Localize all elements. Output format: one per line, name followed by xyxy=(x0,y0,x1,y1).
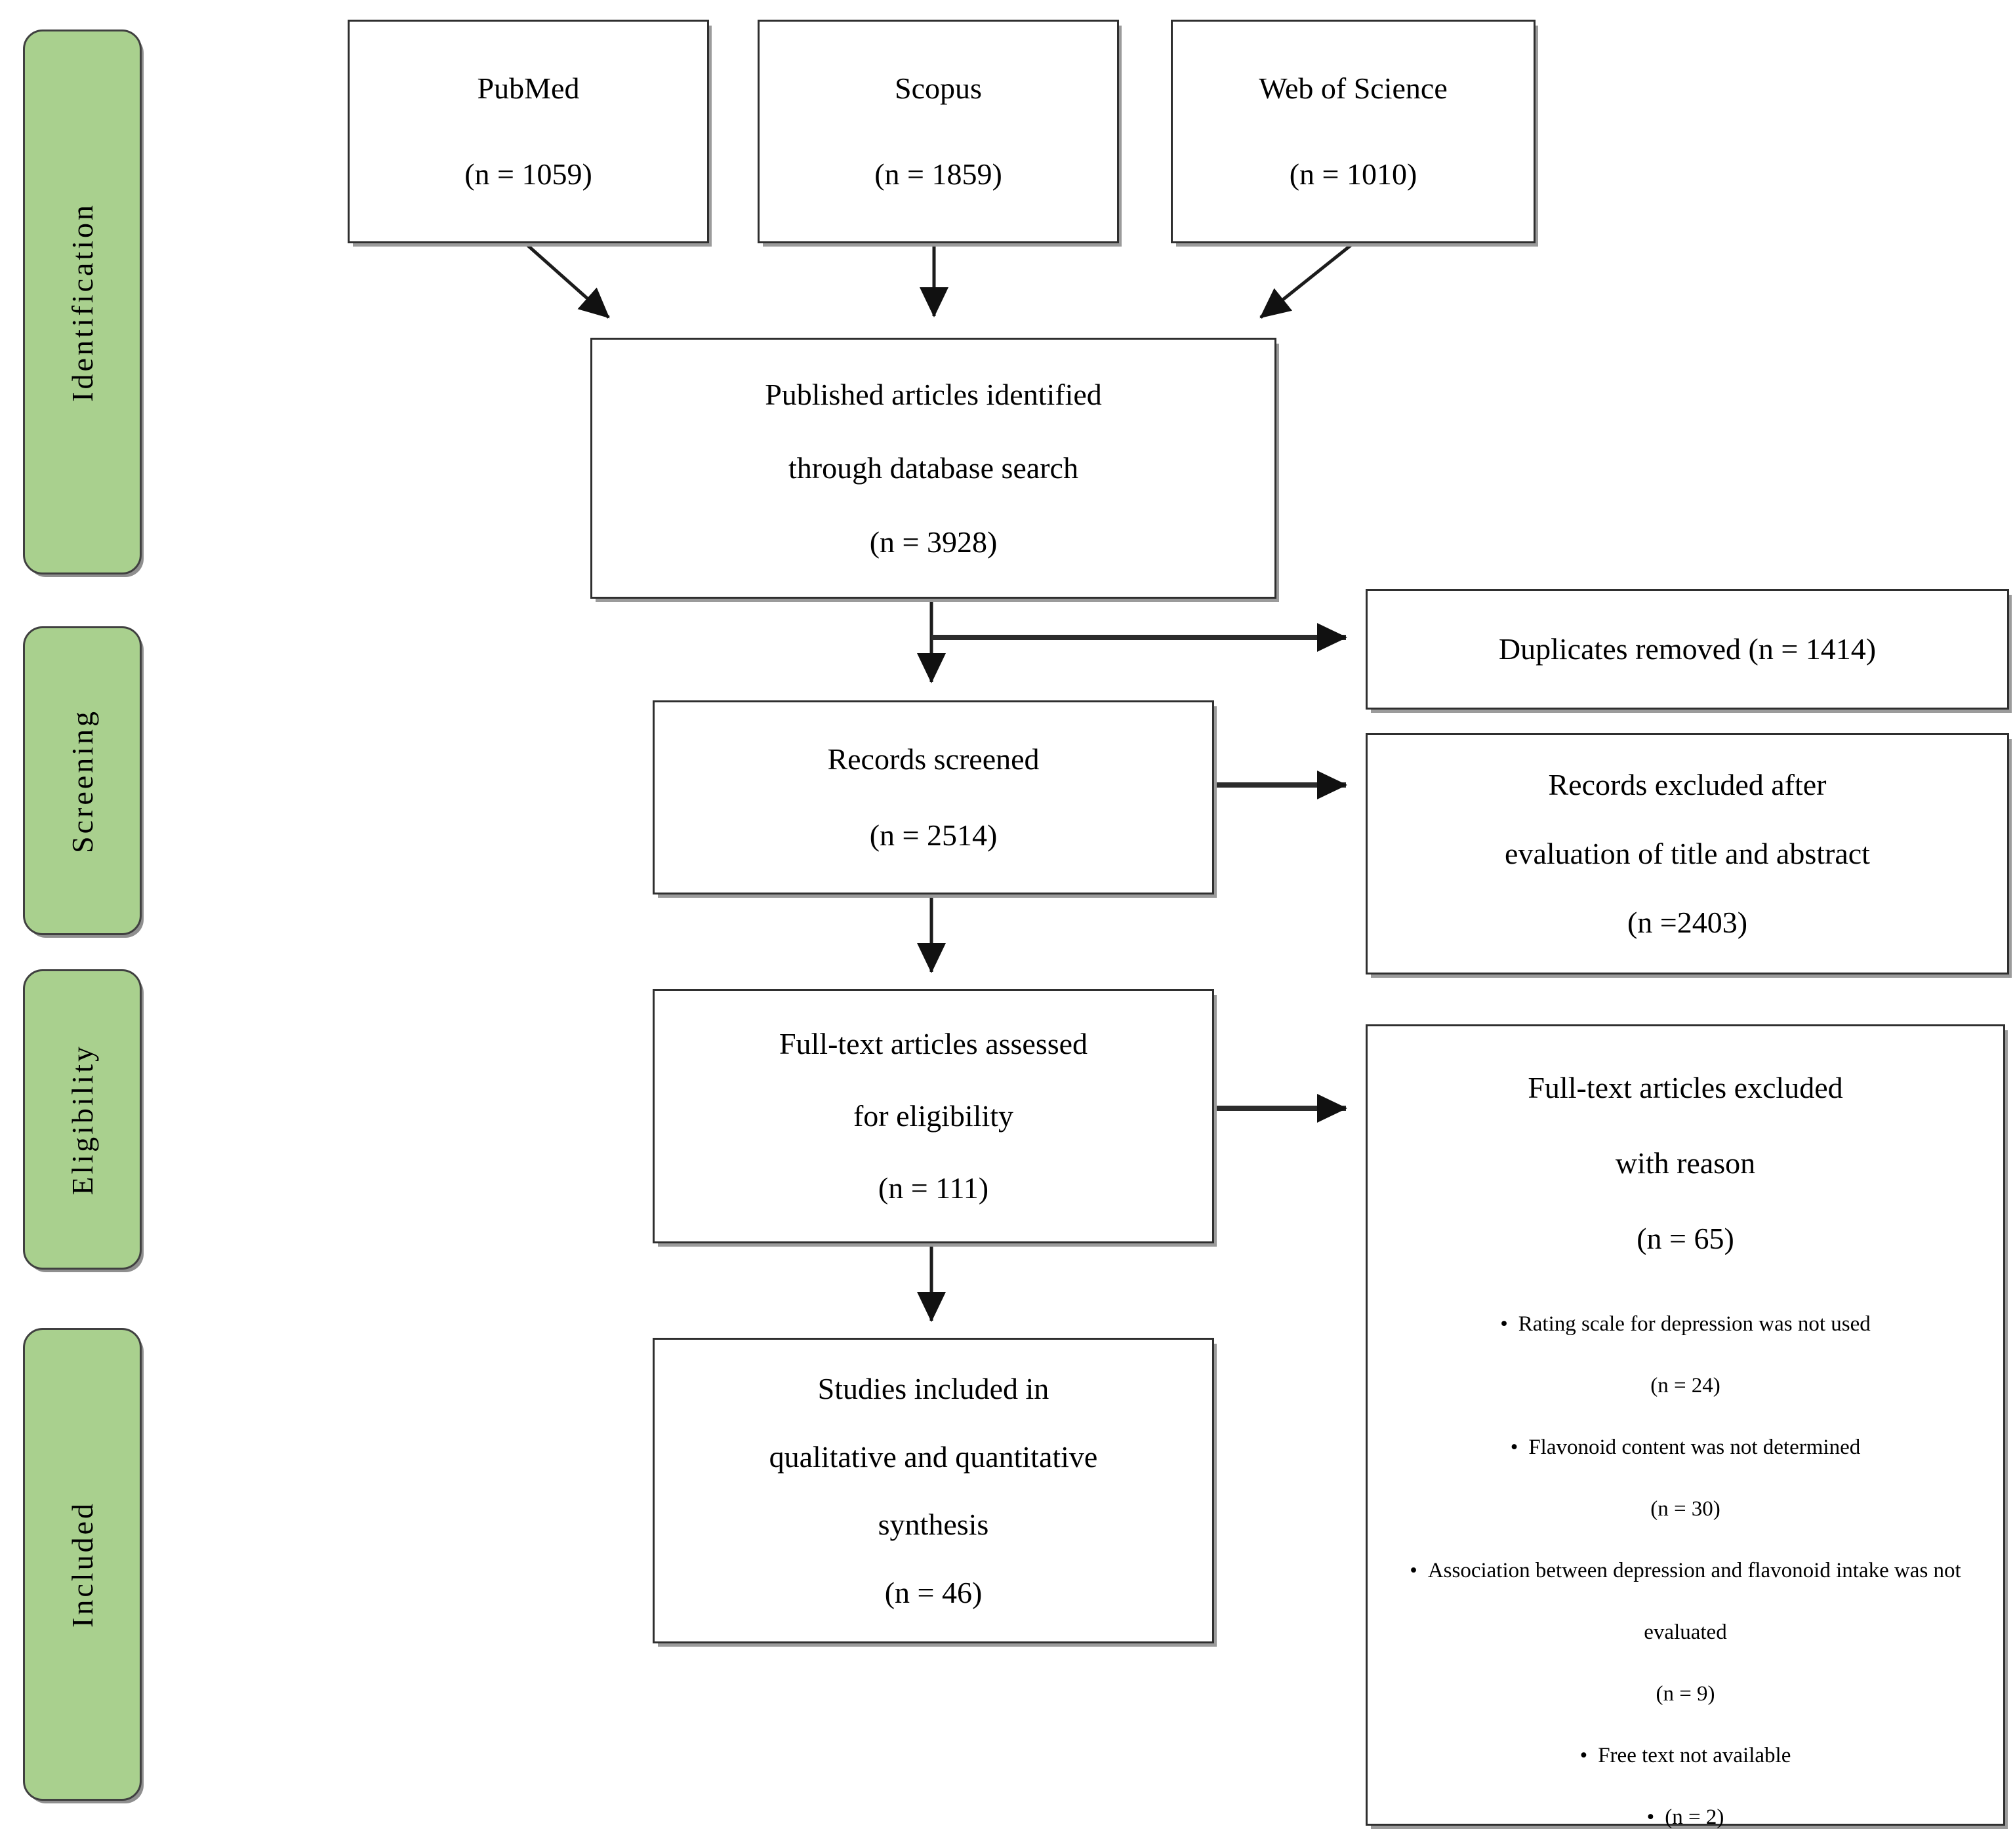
exclusion-reason: • Rating scale for depression was not use… xyxy=(1368,1293,2003,1355)
duplicates-removed-label: Duplicates removed (n = 1414) xyxy=(1498,632,1877,666)
identified-box: Published articles identified through da… xyxy=(590,338,1276,599)
fulltext-excluded-box: Full-text articles excluded with reason … xyxy=(1366,1024,2005,1829)
assessed-box: Full-text articles assessed for eligibil… xyxy=(653,989,1214,1243)
bullet-icon: • xyxy=(1646,1805,1655,1830)
records-excluded-line: Records excluded after xyxy=(1548,768,1827,802)
bullet-icon: • xyxy=(1510,1436,1518,1460)
assessed-line: for eligibility xyxy=(853,1099,1013,1133)
exclusion-reason-count: (n = 24) xyxy=(1650,1374,1720,1398)
source-scopus-count: (n = 1859) xyxy=(874,157,1002,191)
exclusion-reason-count: (n = 30) xyxy=(1650,1497,1720,1521)
bullet-icon: • xyxy=(1579,1744,1588,1768)
included-line: qualitative and quantitative xyxy=(769,1439,1098,1474)
stage-eligibility-label: Eligibility xyxy=(66,1043,99,1195)
exclusion-reason-count: (n = 9) xyxy=(1656,1682,1715,1706)
bullet-icon: • xyxy=(1410,1559,1417,1583)
fulltext-excluded-title: with reason xyxy=(1615,1146,1756,1180)
exclusion-reason-text: Free text not available xyxy=(1598,1744,1791,1768)
source-scopus-name: Scopus xyxy=(895,71,982,106)
source-box-pubmed: PubMed (n = 1059) xyxy=(348,20,709,243)
source-wos-name: Web of Science xyxy=(1259,71,1448,106)
included-line: Studies included in xyxy=(817,1372,1049,1405)
exclusion-reason-text: (n = 2) xyxy=(1665,1805,1724,1830)
identified-count: (n = 3928) xyxy=(869,525,998,559)
fulltext-excluded-title: Full-text articles excluded xyxy=(1528,1071,1843,1104)
stage-screening-label: Screening xyxy=(66,708,99,853)
exclusion-reason: • Association between depression and flav… xyxy=(1368,1540,2003,1663)
exclusion-reason-text: Rating scale for depression was not used xyxy=(1518,1312,1871,1336)
exclusion-reason: • Flavonoid content was not determined xyxy=(1368,1416,2003,1478)
included-line: synthesis xyxy=(878,1508,989,1541)
exclusion-reason-text: Flavonoid content was not determined xyxy=(1528,1436,1861,1460)
stage-included: Included xyxy=(23,1328,142,1801)
arrow-wos-to-identified xyxy=(1259,243,1354,319)
stage-identification: Identification xyxy=(23,30,142,574)
records-excluded-line: evaluation of title and abstract xyxy=(1505,837,1870,871)
exclusion-reasons-list: • Rating scale for depression was not use… xyxy=(1368,1293,2003,1848)
fulltext-excluded-count: (n = 65) xyxy=(1637,1222,1734,1255)
stage-screening: Screening xyxy=(23,626,142,935)
records-excluded-box: Records excluded after evaluation of tit… xyxy=(1366,733,2009,974)
source-box-web-of-science: Web of Science (n = 1010) xyxy=(1171,20,1536,243)
source-wos-count: (n = 1010) xyxy=(1289,157,1417,191)
identified-line: through database search xyxy=(788,451,1078,485)
screened-count: (n = 2514) xyxy=(869,818,998,853)
duplicates-removed-box: Duplicates removed (n = 1414) xyxy=(1366,589,2009,710)
exclusion-reason: • Free text not available xyxy=(1368,1725,2003,1786)
included-count: (n = 46) xyxy=(884,1575,983,1609)
source-box-scopus: Scopus (n = 1859) xyxy=(758,20,1119,243)
records-excluded-count: (n =2403) xyxy=(1627,906,1748,940)
source-pubmed-count: (n = 1059) xyxy=(464,157,592,191)
exclusion-reason: • (n = 2) xyxy=(1368,1786,2003,1848)
arrow-pubmed-to-identified xyxy=(525,243,610,319)
source-pubmed-name: PubMed xyxy=(477,71,580,106)
screened-box: Records screened (n = 2514) xyxy=(653,700,1214,894)
bullet-icon: • xyxy=(1500,1312,1508,1336)
stage-included-label: Included xyxy=(66,1501,99,1628)
screened-line: Records screened xyxy=(827,742,1040,776)
included-box: Studies included in qualitative and quan… xyxy=(653,1338,1214,1643)
assessed-line: Full-text articles assessed xyxy=(779,1027,1088,1061)
stage-eligibility: Eligibility xyxy=(23,969,142,1270)
identified-line: Published articles identified xyxy=(765,377,1102,411)
stage-identification-label: Identification xyxy=(66,202,99,402)
assessed-count: (n = 111) xyxy=(878,1171,989,1205)
exclusion-reason-text: Association between depression and flavo… xyxy=(1427,1559,1961,1645)
